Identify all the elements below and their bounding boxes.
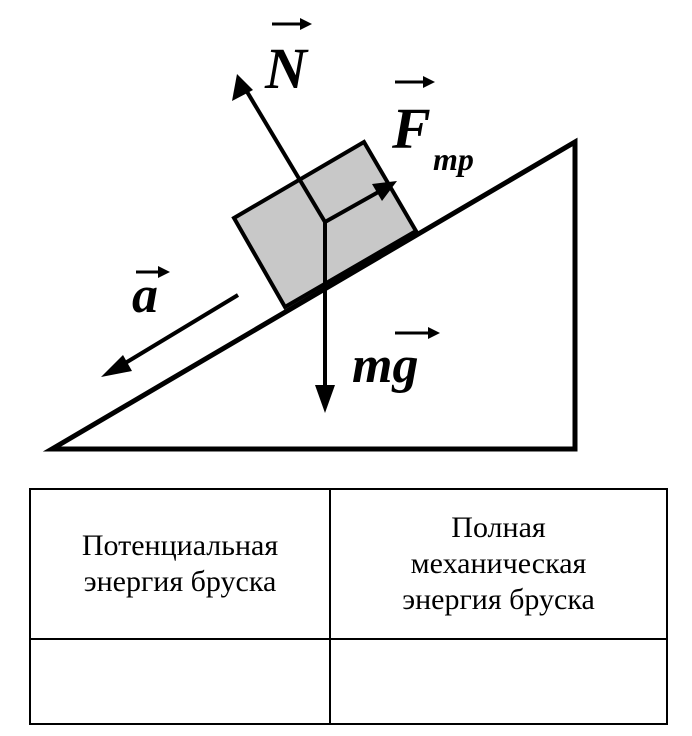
- table-header-row: Потенциальная энергия бруска Полная меха…: [29, 488, 668, 640]
- gravity-force-arrowhead: [315, 385, 335, 413]
- friction-force-arrowhead: [372, 181, 397, 201]
- friction-force-label: F: [391, 96, 431, 161]
- inclined-plane-wedge: [42, 137, 578, 452]
- acceleration-label-vector-tip: [158, 266, 170, 278]
- acceleration-arrow: [120, 293, 240, 367]
- normal-force-arrow: [238, 78, 327, 224]
- answer-cell-total-mechanical-energy[interactable]: [329, 638, 668, 725]
- friction-force-subscript: тр: [433, 141, 474, 177]
- friction-label-vector-tip: [423, 76, 435, 88]
- gravity-force-label: mg: [352, 337, 418, 394]
- gravity-label-vector-tip: [428, 327, 440, 339]
- answer-cell-potential-energy[interactable]: [29, 638, 331, 725]
- answer-table: Потенциальная энергия бруска Полная меха…: [29, 488, 668, 725]
- normal-label-vector-tip: [300, 18, 312, 30]
- inclined-plane-figure: N F тр a mg: [42, 18, 578, 452]
- acceleration-arrowhead: [101, 355, 132, 377]
- friction-force-arrow: [324, 188, 383, 224]
- header-potential-energy: Потенциальная энергия бруска: [29, 488, 331, 640]
- header-total-mechanical-energy: Полная механическая энергия бруска: [329, 488, 668, 640]
- normal-force-label: N: [264, 36, 309, 101]
- table-answer-row: [29, 638, 668, 725]
- normal-force-arrowhead: [232, 74, 253, 101]
- physics-diagram: N F тр a mg: [42, 18, 578, 452]
- acceleration-label: a: [132, 267, 158, 324]
